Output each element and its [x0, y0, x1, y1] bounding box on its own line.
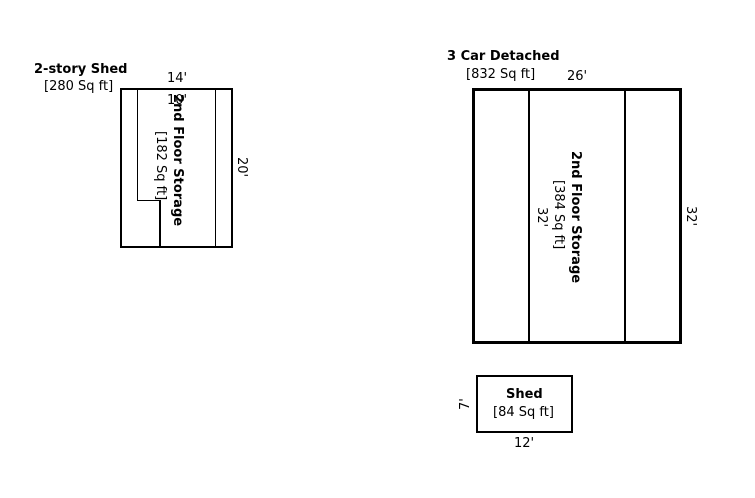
two-story-shed-area: [280 Sq ft] — [44, 79, 114, 94]
shed-outline — [476, 375, 573, 433]
garage-outline — [472, 88, 682, 344]
garage-inner-wall-left — [528, 88, 530, 344]
two-story-shed-floor2-width-label: 10' — [167, 93, 188, 108]
two-story-shed-width-label: 14' — [167, 71, 188, 86]
two-story-shed-depth-label: 20' — [234, 157, 249, 178]
garage-width-label: 26' — [567, 69, 588, 84]
two-story-shed-inner-wall-right — [215, 88, 216, 248]
garage-depth-label: 32' — [683, 206, 698, 227]
two-story-shed-inner-wall-left — [137, 88, 138, 201]
two-story-shed-inner-wall-step — [137, 200, 161, 201]
shed-width-label: 12' — [514, 436, 535, 451]
shed-area: [84 Sq ft] — [493, 405, 554, 420]
garage-area: [832 Sq ft] — [466, 67, 536, 82]
garage-floor2-area: [384 Sq ft] — [551, 180, 566, 250]
two-story-shed-title: 2-story Shed — [34, 62, 128, 77]
garage-title: 3 Car Detached — [447, 49, 560, 64]
garage-floor2-title: 2nd Floor Storage — [568, 151, 583, 284]
shed-depth-label: 7' — [458, 398, 473, 410]
two-story-shed-inner-wall-lower — [159, 200, 161, 248]
two-story-shed-outline — [120, 88, 233, 248]
two-story-shed-floor2-area: [182 Sq ft] — [153, 131, 168, 201]
two-story-shed-floor2-title: 2nd Floor Storage — [170, 94, 185, 227]
shed-title: Shed — [506, 387, 543, 402]
garage-floor2-depth-label: 32' — [534, 207, 549, 228]
garage-inner-wall-right — [624, 88, 626, 344]
